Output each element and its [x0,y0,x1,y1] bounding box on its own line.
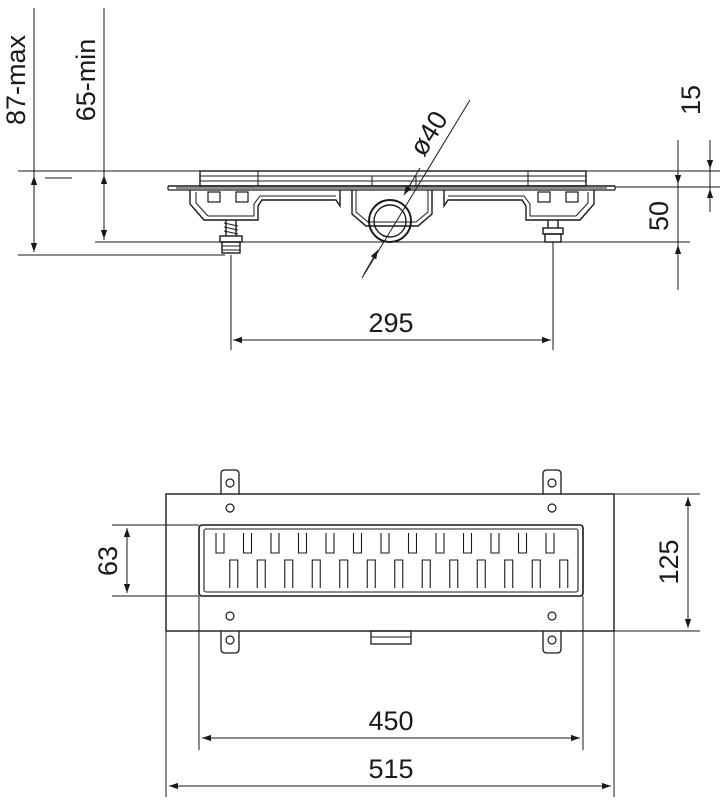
grate-slot-lower [449,559,459,588]
grate-slot-lower [339,559,349,588]
grate-slot-upper [352,533,363,554]
grate-length-dimension: 450 [198,596,584,750]
total-length-label: 515 [368,754,413,784]
grate-slot-lower [366,559,376,588]
grate-slot-upper [270,533,280,554]
side-view: ø40 87-max 65-min 15 50 [1,8,720,350]
grate-slot-lower [284,559,294,588]
feet-spacing-dimension: 295 [230,242,554,350]
body-height-label: 50 [644,201,674,231]
top-offset-label: 15 [676,85,706,115]
grate-slot-upper [297,533,308,554]
grate-slot-lower [504,559,514,588]
flange-outline [165,493,615,632]
channel-body [189,190,595,227]
outlet-pipe [368,199,412,243]
height-min-dimension: 65-min [71,8,108,240]
pipe-diameter-label: ø40 [404,106,454,161]
grate-slot-upper [242,533,253,554]
grate-slot-upper [462,533,473,554]
grate-slot-upper [325,533,335,554]
height-max-dimension: 87-max [1,8,38,252]
total-width-label: 125 [654,539,684,584]
height-min-label: 65-min [71,39,101,122]
outlet-stub [370,630,412,645]
grate-slot-upper [380,533,390,554]
mounting-lugs [220,469,562,654]
grate-slot-lower [229,559,239,588]
grate-width-dimension: 63 [93,524,199,597]
grate-slot-lower [256,559,266,588]
total-length-dimension: 515 [165,631,615,797]
grate-slot-upper [545,533,555,554]
grate-slot-upper [517,533,528,554]
grate-slot-upper [490,533,500,554]
adjustable-foot-right [542,220,564,243]
grate-slot-lower [531,559,541,588]
grate-slot-upper [407,533,418,554]
grate-slot-lower [559,559,569,588]
grate-width-label: 63 [93,546,123,576]
grate-slot-lower [476,559,486,588]
grate-slots [215,533,569,588]
grate-slot-upper [435,533,445,554]
grate-length-label: 450 [368,706,413,736]
total-width-dimension: 125 [614,493,700,632]
body-height-dimension: 50 [644,140,682,290]
grate-slot-lower [311,559,321,588]
pipe-diameter-dimension: ø40 [361,99,471,279]
top-view: 63 125 450 515 [93,469,700,797]
top-offset-dimension: 15 [676,85,714,212]
grate-profile [199,170,587,187]
grate [198,524,584,597]
adjustable-foot-left [219,220,243,254]
feet-spacing-label: 295 [368,308,413,338]
grate-slot-upper [215,533,225,554]
grate-slot-lower [394,559,404,588]
height-max-label: 87-max [1,34,31,125]
grate-slot-lower [421,559,431,588]
